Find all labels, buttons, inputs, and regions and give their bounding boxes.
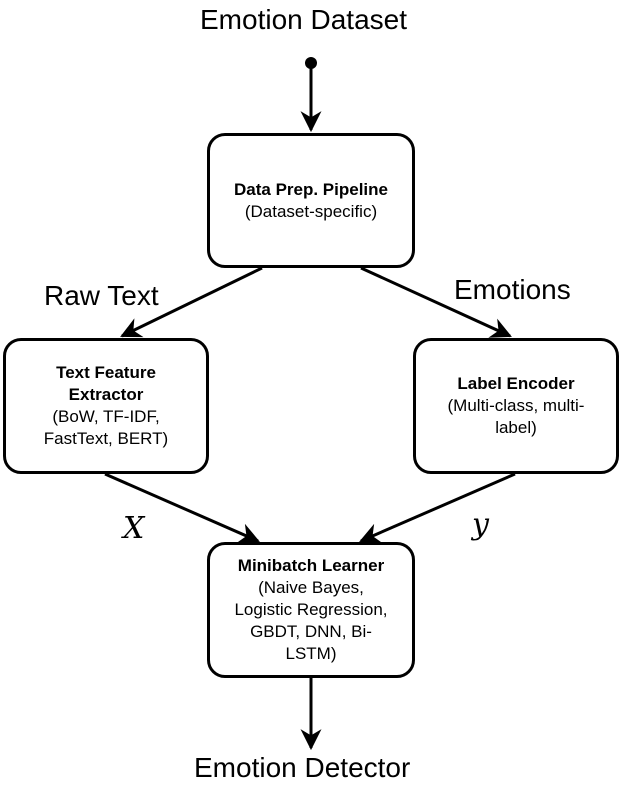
learner-title: Minibatch Learner — [237, 556, 385, 575]
label-encoder-title: Label Encoder — [457, 374, 575, 393]
learner-sub-line2: Logistic Regression, — [234, 600, 388, 619]
emotions-label: Emotions — [454, 274, 571, 305]
label-encoder-sub-line1: (Multi-class, multi- — [447, 396, 585, 415]
label-encoder-node: Label Encoder (Multi-class, multi- label… — [413, 338, 619, 474]
data-prep-title: Data Prep. Pipeline — [234, 179, 388, 199]
learner-sub-line1: (Naive Bayes, — [258, 578, 364, 597]
edge-prep-to-text-feature — [120, 266, 263, 338]
data-prep-subtitle: (Dataset-specific) — [244, 201, 378, 221]
edge-text-feature-to-learner — [104, 472, 260, 544]
learner-sub-line3: GBDT, DNN, Bi- — [250, 622, 372, 641]
label-encoder-sub-line2: label) — [495, 418, 537, 437]
edge-label-encoder-to-learner — [359, 472, 516, 544]
learner-sub-line4: LSTM) — [285, 644, 337, 663]
x-variable-label: X — [123, 511, 145, 546]
raw-text-label: Raw Text — [44, 280, 159, 311]
text-feature-node: Text Feature Extractor (BoW, TF-IDF, Fas… — [3, 338, 209, 474]
text-feature-title-line2: Extractor — [68, 385, 144, 404]
output-label: Emotion Detector — [194, 752, 411, 783]
text-feature-title-line1: Text Feature — [56, 363, 156, 382]
data-prep-node: Data Prep. Pipeline (Dataset-specific) — [207, 133, 415, 268]
edge-prep-to-label-encoder — [360, 266, 512, 338]
text-feature-sub-line2: FastText, BERT) — [43, 429, 169, 448]
minibatch-learner-node: Minibatch Learner (Naive Bayes, Logistic… — [207, 542, 415, 678]
input-label: Emotion Dataset — [200, 4, 407, 35]
text-feature-sub-line1: (BoW, TF-IDF, — [52, 407, 160, 426]
y-variable-label: y — [472, 507, 489, 542]
